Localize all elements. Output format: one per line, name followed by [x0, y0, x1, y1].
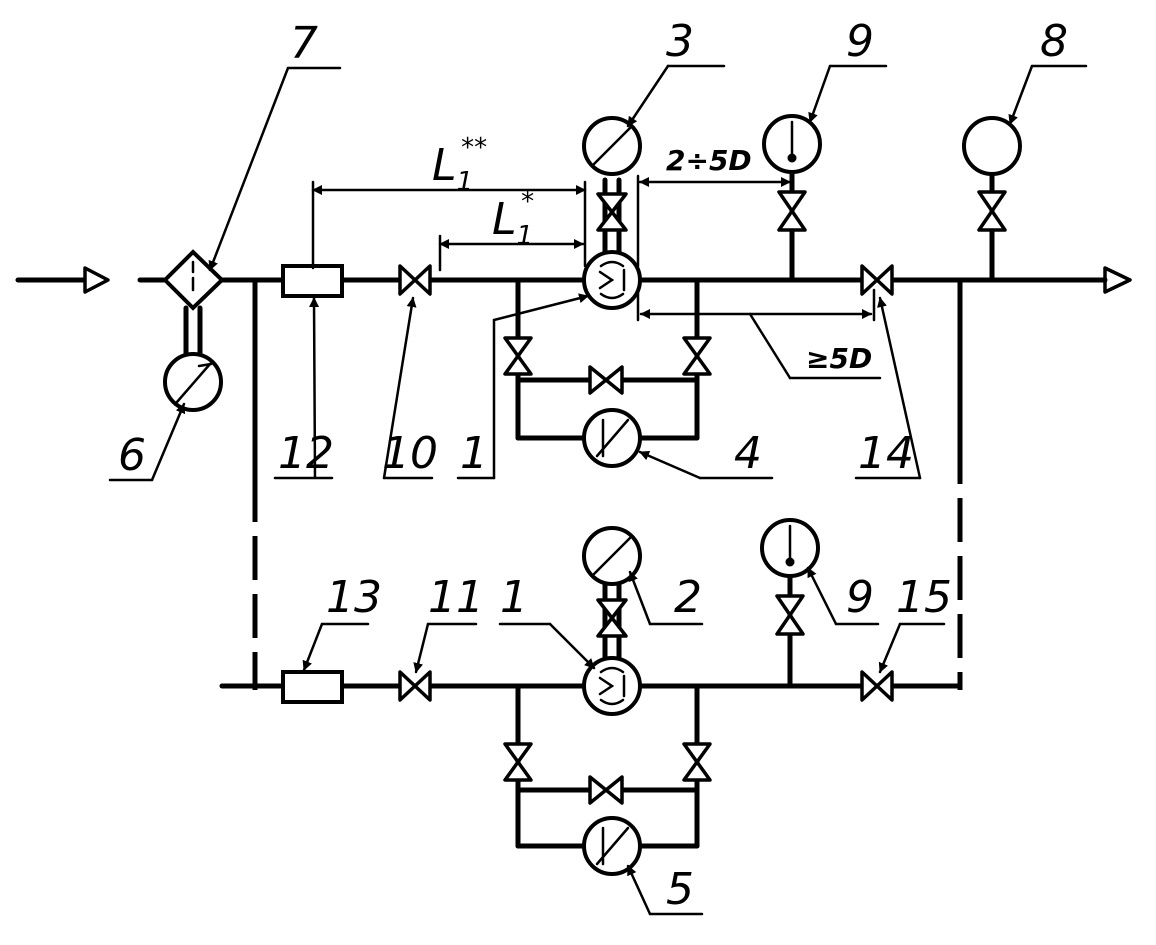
pressure-gauge-3	[582, 116, 642, 255]
label-2: 2	[674, 572, 702, 623]
flow-straightener-12	[281, 264, 344, 298]
reference-loop-4	[503, 277, 712, 468]
filter-7	[162, 249, 225, 359]
label-1-top: 1	[460, 428, 488, 479]
label-13: 13	[326, 572, 382, 623]
label-9-top: 9	[846, 16, 874, 67]
pressure-gauge-2	[582, 526, 642, 661]
label-14: 14	[858, 428, 914, 479]
inlet-arrow	[15, 266, 110, 294]
label-9-bottom: 9	[846, 572, 874, 623]
label-8: 8	[1040, 16, 1068, 67]
label-1-bottom: 1	[500, 572, 528, 623]
flow-meter-bottom	[582, 656, 642, 716]
dim-2-5d	[636, 174, 792, 268]
valve-10	[398, 264, 432, 296]
outlet-arrow	[1103, 266, 1132, 294]
diff-gauge-6	[163, 352, 223, 412]
valve-15	[860, 670, 894, 702]
dim-text-min-5d: ≥5D	[806, 342, 872, 375]
dim-l1-double-star	[311, 180, 587, 270]
label-3: 3	[666, 16, 694, 67]
dim-text-l1-double-star: L1**	[432, 133, 487, 197]
dim-text-l1-star: L1*	[492, 187, 534, 251]
dim-text-2-5d: 2÷5D	[666, 144, 752, 177]
flow-meter-top	[582, 250, 642, 310]
dim-l1-star	[438, 234, 585, 272]
label-10: 10	[382, 428, 438, 479]
valve-11	[398, 670, 432, 702]
valve-14	[860, 264, 894, 296]
label-12: 12	[278, 428, 334, 479]
label-7: 7	[290, 18, 318, 69]
label-15: 15	[896, 572, 952, 623]
instrument-8	[962, 116, 1022, 283]
label-5: 5	[666, 864, 694, 915]
leader-lines	[108, 64, 1088, 916]
reference-loop-5	[503, 683, 712, 876]
label-6: 6	[118, 430, 146, 481]
flow-straightener-13	[281, 670, 344, 704]
label-4: 4	[734, 428, 762, 479]
dim-min-5d	[636, 288, 882, 380]
thermometer-9-bottom	[760, 518, 820, 689]
label-11: 11	[428, 572, 484, 623]
thermometer-9-top	[762, 114, 822, 283]
